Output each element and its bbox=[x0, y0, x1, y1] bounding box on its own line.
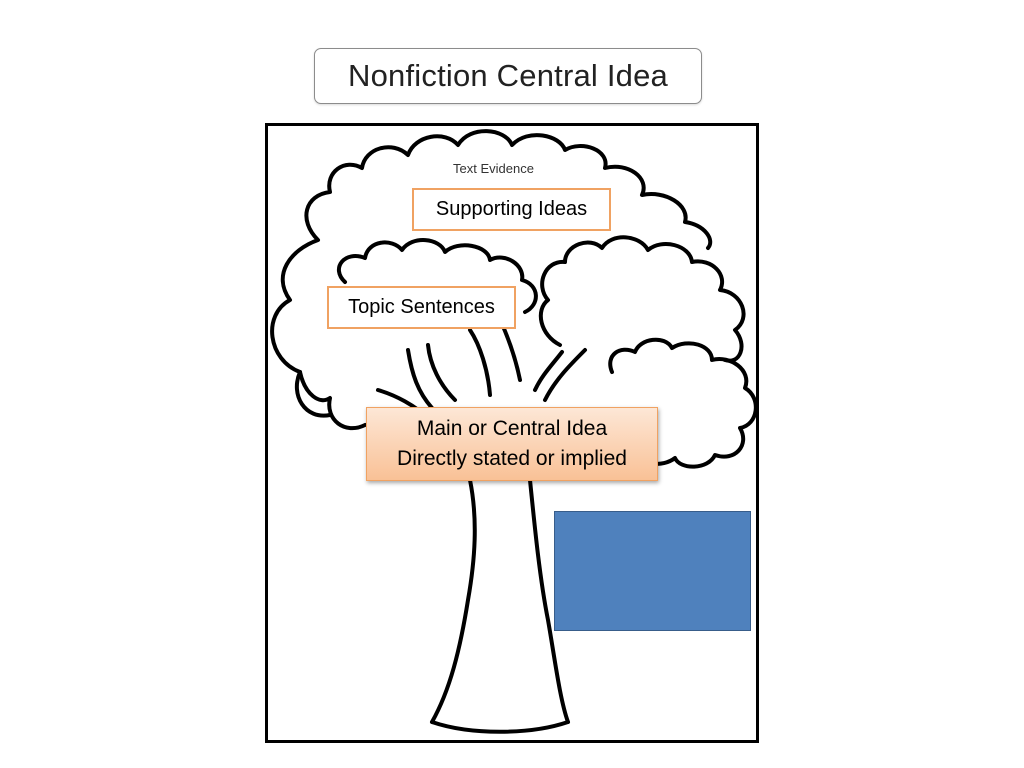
branch-right bbox=[543, 348, 587, 402]
branch-left-2 bbox=[406, 348, 434, 410]
trunk-base bbox=[430, 720, 570, 734]
left-canopy bbox=[337, 238, 538, 314]
trunk-left bbox=[430, 478, 477, 724]
main-idea-line2: Directly stated or implied bbox=[397, 447, 627, 470]
supporting-ideas-label: Supporting Ideas bbox=[435, 198, 588, 220]
blue-rectangle bbox=[554, 511, 751, 631]
main-idea-box: Main or Central Idea Directly stated or … bbox=[366, 407, 658, 481]
branch-mid-left bbox=[426, 343, 457, 402]
branch-mid bbox=[468, 328, 492, 397]
trunk-right bbox=[528, 478, 570, 724]
main-idea-line1: Main or Central Idea bbox=[416, 417, 608, 440]
supporting-ideas-box: Supporting Ideas bbox=[412, 188, 611, 231]
lower-left-canopy bbox=[298, 370, 367, 431]
lower-right-canopy bbox=[608, 337, 758, 469]
right-canopy bbox=[538, 235, 746, 363]
topic-sentences-label: Topic Sentences bbox=[348, 296, 495, 318]
branch-right-2 bbox=[533, 350, 564, 392]
topic-sentences-box: Topic Sentences bbox=[327, 286, 516, 329]
text-evidence-label: Text Evidence bbox=[453, 161, 534, 176]
title-box: Nonfiction Central Idea bbox=[314, 48, 702, 104]
upper-canopy bbox=[270, 129, 713, 418]
page-title: Nonfiction Central Idea bbox=[348, 58, 668, 93]
